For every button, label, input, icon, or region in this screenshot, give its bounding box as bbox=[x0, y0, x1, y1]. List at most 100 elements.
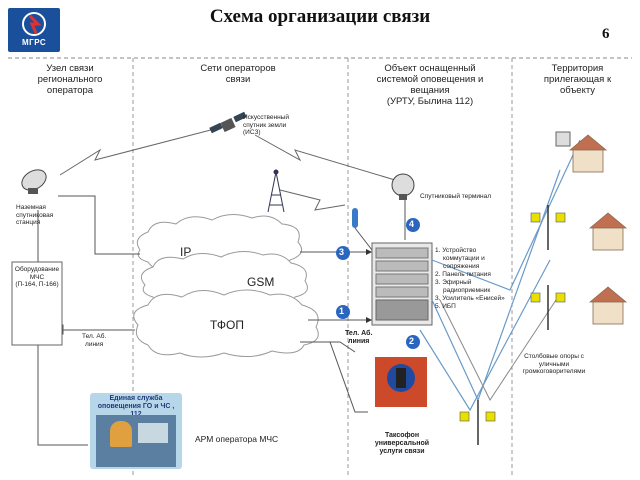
column-header-line: регионального bbox=[37, 74, 103, 85]
label-line: Единая служба bbox=[109, 395, 163, 402]
column-header-territory: Территория прилегающая к объекту bbox=[525, 63, 630, 96]
badge-1-icon bbox=[336, 305, 350, 319]
badge-1: 1 bbox=[339, 306, 345, 316]
rack-component-list: 1. Устройство коммутации и сопряжения 2.… bbox=[435, 247, 505, 311]
label-line: универсальной bbox=[374, 440, 430, 447]
satellite-terminal-label: Спутниковый терминал bbox=[420, 193, 491, 200]
label-line: Тел. Аб. bbox=[345, 330, 373, 337]
column-header-line: Территория bbox=[551, 63, 604, 74]
sat-link-right bbox=[254, 134, 396, 181]
ground-station-icon bbox=[21, 169, 47, 194]
label-line: спутниковая bbox=[16, 211, 54, 219]
equipment-box bbox=[11, 261, 63, 346]
logo: МГРС bbox=[8, 8, 60, 52]
label-line: Столбовые опоры с bbox=[524, 353, 584, 360]
equipment-rack bbox=[371, 242, 433, 326]
column-header-line: Сети операторов bbox=[200, 63, 276, 74]
arm-label: АРМ оператора МЧС bbox=[195, 434, 279, 444]
badge-2-icon bbox=[406, 335, 420, 349]
label-line: Тел. Аб. bbox=[82, 333, 107, 340]
house-speaker-icon bbox=[555, 131, 571, 147]
label-line: Таксофон bbox=[384, 432, 420, 439]
list-item: 1. Устройство bbox=[435, 247, 477, 254]
badge-4-icon bbox=[406, 218, 420, 232]
blue-line-1 bbox=[431, 139, 581, 291]
grey-line bbox=[439, 299, 557, 401]
page-number: 6 bbox=[602, 26, 610, 42]
badge-3: 3 bbox=[339, 247, 345, 257]
operator-figure bbox=[110, 421, 132, 447]
gsm-radio-link bbox=[279, 189, 346, 211]
label-line: Искусственный bbox=[243, 114, 289, 121]
label-line: уличными bbox=[538, 360, 570, 368]
label-line: Наземная bbox=[16, 204, 46, 211]
column-header-equipped-object: Объект оснащенный системой оповещения и … bbox=[350, 63, 510, 107]
satellite-icon bbox=[209, 111, 247, 134]
loudspeaker-icon bbox=[459, 212, 566, 422]
logo-emblem bbox=[22, 12, 46, 36]
column-header-line: (УРТУ, Былина 112) bbox=[386, 96, 474, 107]
blue-line-3 bbox=[419, 259, 551, 412]
house-icon bbox=[568, 134, 628, 325]
label-line: громкоговорителями bbox=[522, 368, 586, 375]
label-line: (П-164, П-166) bbox=[15, 281, 59, 288]
list-item: 5. ИБП bbox=[435, 303, 456, 310]
badge-3-icon bbox=[336, 246, 350, 260]
payphone-icon bbox=[375, 357, 427, 407]
list-item: 2. Панель питания bbox=[435, 271, 491, 278]
list-item: 3. Усилитель «Енисей» bbox=[435, 295, 505, 302]
antenna-line bbox=[354, 227, 373, 251]
column-header-line: связи bbox=[225, 74, 251, 85]
list-item: коммутации и bbox=[443, 255, 485, 262]
column-header-line: объекту bbox=[559, 85, 596, 96]
satellite-terminal-icon bbox=[391, 173, 415, 200]
line-left-label: Тел. Аб. линия bbox=[82, 333, 106, 348]
column-header-operator-networks: Сети операторов связи bbox=[178, 63, 298, 85]
label-line: линия bbox=[348, 338, 370, 345]
badge-2: 2 bbox=[409, 336, 415, 346]
label-line: спутник земли bbox=[243, 121, 287, 129]
label-line: 112 bbox=[90, 411, 182, 419]
column-header-line: Узел связи bbox=[46, 63, 94, 74]
label-line: (ИСЗ) bbox=[243, 129, 261, 136]
label-line: МЧС bbox=[29, 273, 45, 281]
badge-4: 4 bbox=[409, 219, 415, 229]
tfop-cloud-label: ТФОП bbox=[210, 318, 245, 332]
column-header-line: системой оповещения и bbox=[376, 74, 484, 85]
payphone-label: Таксофон универсальной услуги связи bbox=[362, 432, 442, 456]
ground-station-label: Наземная спутниковая станция bbox=[16, 204, 53, 227]
list-item: радиоприемник bbox=[443, 287, 491, 294]
equipment-label: Оборудование МЧС (П-164, П-166) bbox=[14, 266, 60, 289]
label-line: линия bbox=[85, 340, 104, 348]
list-item: 3. Эфирный bbox=[435, 279, 472, 286]
edds-title: Единая служба оповещения ГО и ЧС , 112 bbox=[90, 395, 182, 419]
page-title: Схема организации связи bbox=[209, 6, 431, 27]
line-right-label: Тел. Аб. линия bbox=[345, 330, 372, 346]
label-line: оповещения ГО и ЧС , bbox=[97, 403, 175, 410]
tfop-phone-line bbox=[300, 341, 356, 353]
gsm-cloud-label: GSM bbox=[247, 275, 275, 289]
column-header-line: Объект оснащенный bbox=[384, 63, 476, 74]
tfop-cloud bbox=[133, 289, 319, 358]
poles-label: Столбовые опоры с уличными громкоговорит… bbox=[514, 353, 594, 376]
label-line: услуги связи bbox=[379, 448, 425, 455]
monitor-icon bbox=[138, 423, 168, 443]
pole-icon bbox=[477, 205, 549, 445]
sat-link-left bbox=[59, 124, 231, 176]
label-line: станция bbox=[16, 219, 41, 226]
column-header-operator-node: Узел связи регионального оператора bbox=[20, 63, 120, 96]
payphone-line bbox=[329, 341, 368, 413]
list-item: сопряжения bbox=[443, 263, 480, 270]
gsm-antenna-icon bbox=[352, 208, 358, 228]
ground-station-line bbox=[58, 195, 140, 255]
logo-text: МГРС bbox=[22, 38, 47, 47]
edds-panel: Единая служба оповещения ГО и ЧС , 112 bbox=[90, 393, 182, 469]
ip-cloud-label: IP bbox=[180, 245, 192, 259]
gsm-tower-icon bbox=[267, 169, 285, 213]
column-header-line: вещания bbox=[410, 85, 450, 96]
satellite-label: Искусственный спутник земли (ИСЗ) bbox=[243, 114, 289, 137]
column-header-line: оператора bbox=[46, 85, 94, 96]
column-header-line: прилегающая к bbox=[543, 74, 612, 85]
label-line: Оборудование bbox=[14, 266, 60, 273]
